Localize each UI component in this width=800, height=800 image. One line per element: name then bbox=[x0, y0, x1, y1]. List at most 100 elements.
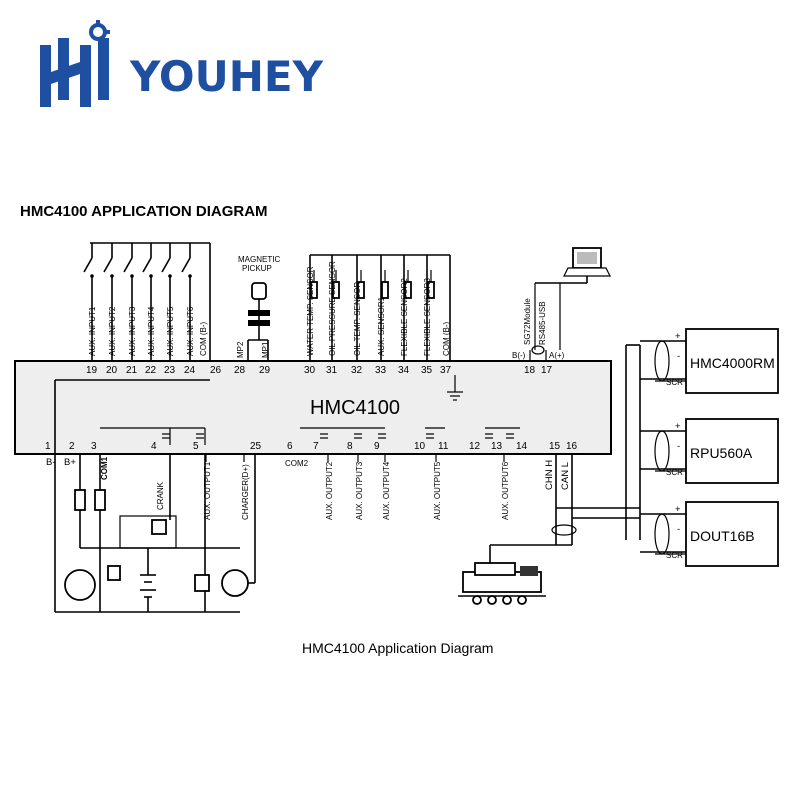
laptop-computer-icon bbox=[563, 247, 611, 277]
output-label: CHARGER(D+) bbox=[241, 464, 250, 520]
b-minus-label: B- bbox=[46, 457, 56, 468]
can-bus: CHN H CAN L bbox=[489, 454, 640, 570]
diagram-caption: HMC4100 Application Diagram bbox=[302, 640, 493, 656]
terminal-label: OIL TEMP. SENSOR bbox=[353, 282, 362, 356]
sensor-bus bbox=[309, 254, 451, 361]
terminal-label: AUX. INPUT1 bbox=[88, 306, 97, 356]
terminal-label: MP2 bbox=[236, 341, 245, 358]
terminal-label: AUX. SENSOR1 bbox=[377, 296, 386, 356]
bottom-labels: AUX. OUTPUT1 CHARGER(D+) AUX. OUTPUT2 AUX. … bbox=[203, 454, 510, 520]
trunk-lines bbox=[625, 344, 641, 540]
device-name: HMC4000RM bbox=[690, 355, 775, 371]
terminal-number: 16 bbox=[566, 441, 578, 452]
terminal-number: 11 bbox=[438, 441, 449, 452]
crank-label: CRANK bbox=[156, 481, 165, 510]
terminal-number: 3 bbox=[91, 441, 97, 452]
terminal-number: 5 bbox=[193, 441, 199, 452]
device-rpu560a: RPU560A + - SCR bbox=[640, 418, 779, 484]
terminal-number: 35 bbox=[421, 365, 433, 376]
minus-label: - bbox=[677, 351, 680, 362]
terminal-label: OIL PRESSURE SENSOR bbox=[328, 261, 337, 356]
terminal-number: 17 bbox=[541, 365, 553, 376]
pickup-label: PICKUP bbox=[242, 264, 272, 273]
com2-label: COM2 bbox=[285, 459, 309, 468]
terminal-number: 37 bbox=[440, 365, 452, 376]
b-plus-label: B+ bbox=[64, 457, 76, 468]
sg72-label: SG72Module bbox=[523, 298, 532, 345]
minus-label: - bbox=[677, 441, 680, 452]
terminal-number: 15 bbox=[549, 441, 561, 452]
can-l-label: CAN L bbox=[560, 462, 571, 490]
scr-label: SCR bbox=[666, 468, 683, 477]
rs485-usb-module: SG72Module RS485-USB B(-) A(+) bbox=[512, 276, 588, 361]
brand-name: YOUHEY bbox=[129, 52, 324, 101]
terminal-number: 1 bbox=[45, 441, 51, 452]
ground-icon bbox=[447, 375, 463, 401]
output-label: AUX. OUTPUT1 bbox=[203, 461, 212, 520]
plus-label: + bbox=[675, 331, 681, 342]
terminal-number: 8 bbox=[347, 441, 353, 452]
terminal-number: 2 bbox=[69, 441, 75, 452]
terminal-label: AUX. INPUT3 bbox=[128, 306, 137, 356]
terminal-label: AUX. INPUT5 bbox=[166, 306, 175, 356]
terminal-number: 13 bbox=[491, 441, 503, 452]
power-circuit: B- B+ COM1 COM2 CRANK bbox=[46, 454, 309, 613]
output-label: AUX. OUTPUT5 bbox=[433, 461, 442, 520]
magnetic-label: MAGNETIC bbox=[238, 255, 280, 264]
terminal-number: 25 bbox=[250, 441, 262, 452]
module-name: HMC4100 bbox=[310, 397, 400, 419]
output-label: AUX. OUTPUT4 bbox=[382, 461, 391, 520]
terminal-number: 31 bbox=[326, 365, 338, 376]
terminal-label: WATER TEMP. SENSOR bbox=[306, 266, 315, 356]
terminal-number: 20 bbox=[106, 365, 118, 376]
scr-label: SCR bbox=[666, 551, 683, 560]
terminal-label: FLEXIBLE SENSOR3 bbox=[423, 278, 432, 356]
terminal-number: 12 bbox=[469, 441, 481, 452]
terminal-number: 34 bbox=[398, 365, 410, 376]
terminal-number: 18 bbox=[524, 365, 536, 376]
plus-label: + bbox=[675, 504, 681, 515]
terminal-label: AUX. INPUT2 bbox=[108, 306, 117, 356]
brand-logo: YOUHEY bbox=[40, 20, 324, 107]
terminal-number: 19 bbox=[86, 365, 98, 376]
sensor-resistor-icon bbox=[381, 281, 389, 299]
bus-b-minus-label: B(-) bbox=[512, 351, 526, 360]
battery-icon bbox=[140, 574, 156, 598]
terminal-number: 6 bbox=[287, 441, 293, 452]
terminal-number: 28 bbox=[234, 365, 246, 376]
starter-motor-icon bbox=[64, 569, 96, 601]
output-contacts bbox=[100, 427, 520, 445]
terminal-number: 32 bbox=[351, 365, 363, 376]
chn-h-label: CHN H bbox=[544, 460, 555, 490]
terminal-label: COM (B-) bbox=[199, 321, 208, 356]
device-dout16b: DOUT16B + - SCR bbox=[640, 501, 779, 567]
top-terminals: 19 AUX. INPUT1 20 AUX. INPUT2 21 AUX. INPUT3 2… bbox=[86, 261, 553, 376]
device-name: RPU560A bbox=[690, 445, 753, 461]
device-name: DOUT16B bbox=[690, 528, 755, 544]
scr-label: SCR bbox=[666, 378, 683, 387]
terminal-number: 29 bbox=[259, 365, 271, 376]
terminal-number: 10 bbox=[414, 441, 426, 452]
minus-label: - bbox=[677, 524, 680, 535]
generator-set-icon bbox=[458, 562, 546, 605]
magnetic-pickup-icon: MAGNETIC PICKUP bbox=[238, 255, 280, 361]
crank-relay-icon bbox=[151, 519, 167, 535]
output-label: AUX. OUTPUT2 bbox=[325, 461, 334, 520]
terminal-number: 7 bbox=[313, 441, 319, 452]
terminal-number: 21 bbox=[126, 365, 138, 376]
remote-devices: HMC4000RM + - SCR RPU560A + - SCR DOUT16B + - SCR bbox=[640, 328, 779, 567]
plus-label: + bbox=[675, 421, 681, 432]
terminal-label: FLEXIBLE SENSOR2 bbox=[400, 278, 409, 356]
terminal-number: 26 bbox=[210, 365, 222, 376]
terminal-label: COM (B-) bbox=[442, 321, 451, 356]
terminal-number: 4 bbox=[151, 441, 157, 452]
bus-a-plus-label: A(+) bbox=[549, 351, 565, 360]
terminal-label: AUX. INPUT6 bbox=[186, 306, 195, 356]
output-label: AUX. OUTPUT6 bbox=[501, 461, 510, 520]
fuse-icon bbox=[94, 489, 106, 511]
terminal-label: AUX. INPUT4 bbox=[147, 306, 156, 356]
aux-input-switches bbox=[54, 242, 211, 612]
device-hmc4000rm: HMC4000RM + - SCR bbox=[640, 328, 779, 394]
com1-label: COM1 bbox=[100, 456, 109, 480]
